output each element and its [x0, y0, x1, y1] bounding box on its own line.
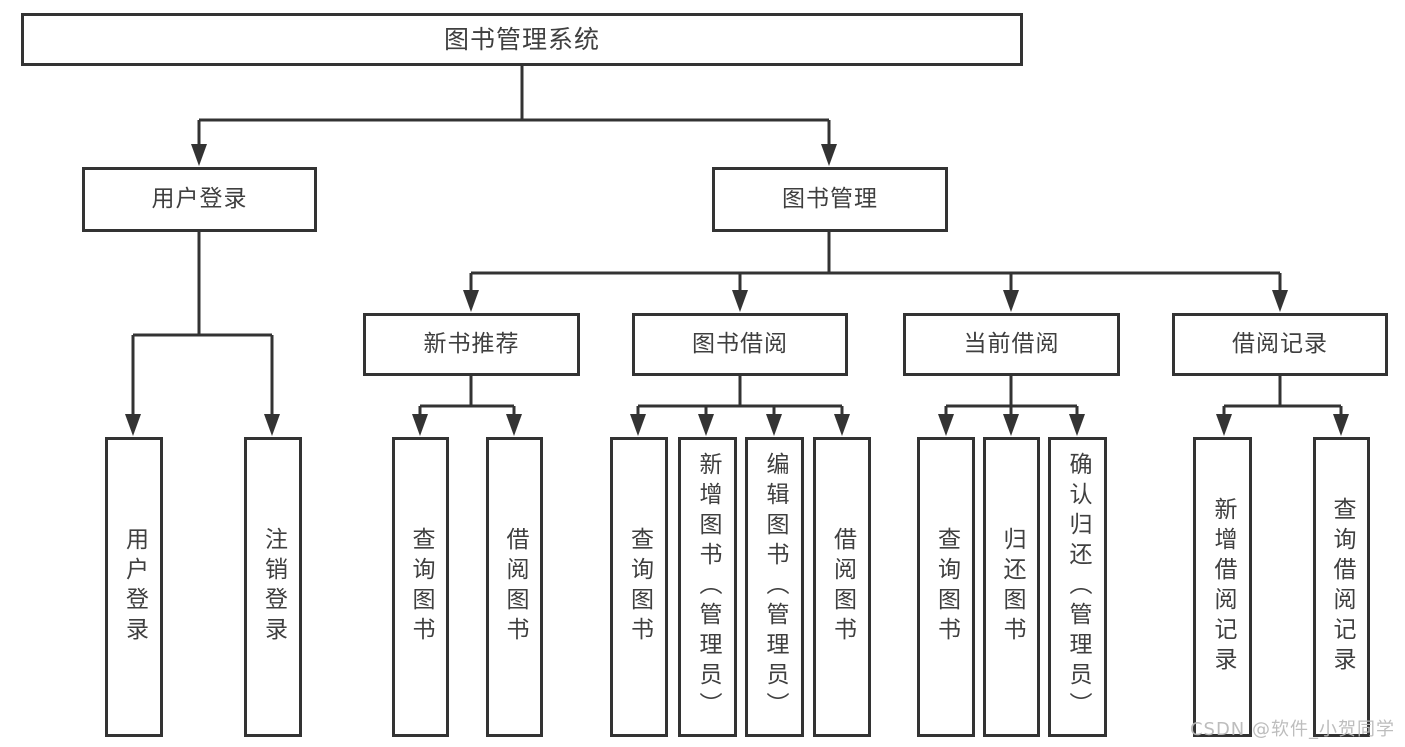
node-label: 当前借阅: [963, 331, 1060, 357]
leaf-query-books-current: 查询图书: [917, 437, 975, 737]
node-label: 编辑图书（管理员）: [762, 452, 788, 722]
leaf-query-borrow-record: 查询借阅记录: [1313, 437, 1370, 737]
node-label: 查询图书: [408, 527, 434, 647]
node-label: 确认归还（管理员）: [1065, 452, 1091, 722]
leaf-add-borrow-record: 新增借阅记录: [1193, 437, 1252, 737]
node-root-system: 图书管理系统: [21, 13, 1023, 66]
node-borrow-records: 借阅记录: [1172, 313, 1388, 376]
node-label: 图书管理系统: [443, 25, 600, 54]
node-label: 借阅记录: [1232, 331, 1328, 357]
node-label: 用户登录: [121, 527, 148, 647]
node-current-borrow: 当前借阅: [903, 313, 1120, 376]
node-label: 借阅图书: [829, 527, 856, 647]
node-label: 图书管理: [782, 186, 878, 212]
node-label: 新增借阅记录: [1210, 497, 1236, 677]
leaf-edit-books-admin: 编辑图书（管理员）: [745, 437, 804, 737]
node-label: 注销登录: [260, 527, 287, 647]
node-book-management: 图书管理: [712, 167, 948, 232]
leaf-query-books-borrow: 查询图书: [610, 437, 668, 737]
leaf-borrow-books: 借阅图书: [813, 437, 871, 737]
leaf-return-books: 归还图书: [983, 437, 1040, 737]
node-book-borrow: 图书借阅: [632, 313, 848, 376]
node-label: 新书推荐: [423, 331, 520, 357]
node-user-login: 用户登录: [82, 167, 317, 232]
leaf-borrow-books-recommend: 借阅图书: [486, 437, 543, 737]
node-label: 查询图书: [933, 527, 960, 647]
node-new-book-recommend: 新书推荐: [363, 313, 580, 376]
node-label: 图书借阅: [692, 331, 788, 357]
csdn-watermark: CSDN @软件_小贺同学: [1189, 719, 1395, 740]
node-label: 新增图书（管理员）: [695, 452, 721, 722]
node-label: 查询借阅记录: [1329, 497, 1355, 677]
node-label: 借阅图书: [502, 527, 528, 647]
leaf-add-books-admin: 新增图书（管理员）: [678, 437, 737, 737]
node-label: 归还图书: [999, 527, 1025, 647]
leaf-query-books-recommend: 查询图书: [392, 437, 449, 737]
leaf-user-login: 用户登录: [105, 437, 163, 737]
leaf-logout: 注销登录: [244, 437, 302, 737]
node-label: 用户登录: [151, 186, 248, 212]
node-label: 查询图书: [626, 527, 653, 647]
leaf-confirm-return-admin: 确认归还（管理员）: [1048, 437, 1107, 737]
